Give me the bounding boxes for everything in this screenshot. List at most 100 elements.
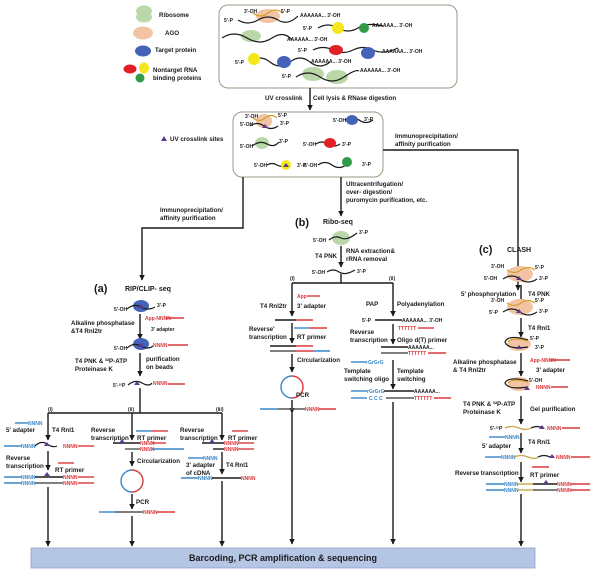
cell-lysis-label: Cell lysis & RNase digestion xyxy=(313,95,396,102)
svg-text:5' phosphorylation: 5' phosphorylation xyxy=(461,291,516,298)
cell-mrna-box: 3'-OH 5'-P 5'-P AAAAAA... 3'-OH 5'-P AAA… xyxy=(218,4,458,89)
svg-text:Proteinase K: Proteinase K xyxy=(463,409,501,416)
panel-a-label: (a) xyxy=(94,283,108,295)
panel-b-title: Ribo-seq xyxy=(323,219,353,226)
svg-text:Reverse: Reverse xyxy=(180,427,205,434)
ribosome-icon xyxy=(136,5,152,23)
svg-text:NNNN: NNNN xyxy=(63,444,78,450)
svg-text:Reverse transcription: Reverse transcription xyxy=(455,470,519,477)
svg-text:5'-OH: 5'-OH xyxy=(114,307,128,313)
svg-text:5'-OH: 5'-OH xyxy=(313,238,327,244)
svg-text:Reverse: Reverse xyxy=(6,455,31,462)
circular-cdna-icon xyxy=(120,469,144,493)
panel-c-label: (c) xyxy=(479,244,493,256)
ip-label-left-2: affinity purification xyxy=(160,215,216,222)
svg-text:5'-P: 5'-P xyxy=(530,336,540,342)
svg-text:3'-P: 3'-P xyxy=(357,269,367,275)
svg-text:5'-OH: 5'-OH xyxy=(303,142,317,148)
svg-text:&T4 Rnl2tr: &T4 Rnl2tr xyxy=(71,328,103,335)
panel-c-clash: (c) CLASH 3'-OH 5'-P 5'-OH 3'-P 5' phosp… xyxy=(453,244,590,547)
svg-text:App-NNNN: App-NNNN xyxy=(530,358,556,364)
svg-text:3'-P: 3'-P xyxy=(279,139,289,145)
svg-text:3'-P: 3'-P xyxy=(535,345,545,351)
legend-ribosome-label: Ribosome xyxy=(159,12,189,19)
legend-nontarget-label-1: Nontarget RNA xyxy=(153,67,198,74)
panel-b-label: (b) xyxy=(295,217,309,229)
panel-a-rip-clip-seq: (a) RIP/CLIP- seq 5'-OH 3'-P Alkaline ph… xyxy=(4,283,258,547)
svg-text:5'-P: 5'-P xyxy=(303,26,313,32)
ip-label-right-1: Immunoprecipitation/ xyxy=(395,133,458,140)
sequencing-bar: Barcoding, PCR amplification & sequencin… xyxy=(30,547,536,569)
svg-text:5' adapter: 5' adapter xyxy=(6,427,36,434)
svg-text:5'-OH: 5'-OH xyxy=(240,144,254,150)
svg-text:T4 Rnl1: T4 Rnl1 xyxy=(528,325,551,332)
svg-text:5'-OH: 5'-OH xyxy=(333,118,347,124)
uv-crosslink-label: UV crosslink xyxy=(265,95,303,102)
svg-text:transcription: transcription xyxy=(91,435,129,442)
svg-text:3' adapter: 3' adapter xyxy=(151,327,174,333)
svg-text:3'-P: 3'-P xyxy=(280,121,290,127)
svg-text:RNA extraction&: RNA extraction& xyxy=(346,248,395,255)
svg-text:Oligo d(T) primer: Oligo d(T) primer xyxy=(397,337,448,344)
svg-text:NNNN: NNNN xyxy=(140,441,155,447)
svg-text:5' adapter: 5' adapter xyxy=(482,443,512,450)
svg-text:Proteinase K: Proteinase K xyxy=(75,366,113,373)
svg-text:3'-P: 3'-P xyxy=(539,309,549,315)
svg-text:5'-P: 5'-P xyxy=(535,298,545,304)
svg-text:5'-P: 5'-P xyxy=(298,48,308,54)
svg-text:Alkaline phosphatase: Alkaline phosphatase xyxy=(71,320,135,327)
svg-text:PCR: PCR xyxy=(136,499,150,506)
svg-text:(iii): (iii) xyxy=(216,407,224,413)
svg-text:3'-OH: 3'-OH xyxy=(491,298,505,304)
ultra-label-3: puromycin purification, etc. xyxy=(346,197,427,204)
svg-text:T4 Rnl1: T4 Rnl1 xyxy=(226,462,249,469)
svg-text:NNNN: NNNN xyxy=(305,407,320,413)
svg-text:3'-P: 3'-P xyxy=(297,163,307,169)
legend: Ribosome AGO Target protein Nontarget RN… xyxy=(123,5,224,143)
circular-cdna-icon xyxy=(280,375,304,399)
svg-text:5'-OH: 5'-OH xyxy=(304,163,318,169)
svg-text:transcription: transcription xyxy=(6,463,44,470)
svg-text:3' adapter: 3' adapter xyxy=(297,303,327,310)
svg-text:Template: Template xyxy=(397,368,424,375)
digested-complex-box: 3'-OH 5'-P 5'-OH 3'-P 5'-OH 3'-P 5'-OH 3… xyxy=(232,111,384,178)
svg-text:transcription: transcription xyxy=(350,337,388,344)
svg-text:3' adapter: 3' adapter xyxy=(536,367,566,374)
svg-text:T4 PNK & ³²P-ATP: T4 PNK & ³²P-ATP xyxy=(463,401,515,408)
svg-text:& T4 Rnl2tr: & T4 Rnl2tr xyxy=(453,367,487,374)
svg-text:3'-P: 3'-P xyxy=(342,142,352,148)
svg-text:RT primer: RT primer xyxy=(297,334,327,341)
svg-text:transcription: transcription xyxy=(249,334,287,341)
svg-text:5'-P: 5'-P xyxy=(362,318,372,324)
svg-text:switching: switching xyxy=(397,376,426,383)
svg-text:AAAAAA... 3'-OH: AAAAAA... 3'-OH xyxy=(360,68,401,74)
ago-icon xyxy=(133,26,153,40)
svg-text:T4 Rnl2tr: T4 Rnl2tr xyxy=(260,303,287,310)
svg-text:T4 PNK & ³²P-ATP: T4 PNK & ³²P-ATP xyxy=(75,358,127,365)
panel-a-title: RIP/CLIP- seq xyxy=(125,286,171,293)
svg-text:NNNN: NNNN xyxy=(501,455,516,461)
svg-text:Reverse: Reverse xyxy=(91,427,116,434)
svg-text:3'-OH: 3'-OH xyxy=(245,114,259,120)
svg-text:(i): (i) xyxy=(290,276,295,282)
svg-text:of cDNA: of cDNA xyxy=(186,470,211,477)
svg-text:AAAAAA...: AAAAAA... xyxy=(414,389,440,395)
svg-text:3'-P: 3'-P xyxy=(364,117,374,123)
svg-text:switching oligo: switching oligo xyxy=(344,376,389,383)
svg-text:5'-P: 5'-P xyxy=(235,60,245,66)
svg-text:T4 Rnl1: T4 Rnl1 xyxy=(528,439,551,446)
panel-b-ribo-seq: (b) Ribo-seq 5'-OH 3'-P T4 PNK RNA extra… xyxy=(249,217,451,545)
svg-text:TTTTTT: TTTTTT xyxy=(414,396,432,402)
svg-text:AAAAAA... 3'-OH: AAAAAA... 3'-OH xyxy=(382,49,423,55)
svg-text:3'-P: 3'-P xyxy=(362,162,372,168)
svg-text:purification: purification xyxy=(146,356,180,363)
svg-text:5'-³²P: 5'-³²P xyxy=(490,426,503,432)
svg-text:rRNA removal: rRNA removal xyxy=(346,256,387,263)
svg-text:Circularization: Circularization xyxy=(297,357,340,364)
svg-text:on beads: on beads xyxy=(146,364,174,371)
svg-text:5'-OH: 5'-OH xyxy=(254,163,268,169)
svg-text:App: App xyxy=(297,294,307,300)
svg-text:3'-P: 3'-P xyxy=(539,276,549,282)
sequencing-label: Barcoding, PCR amplification & sequencin… xyxy=(189,553,377,563)
